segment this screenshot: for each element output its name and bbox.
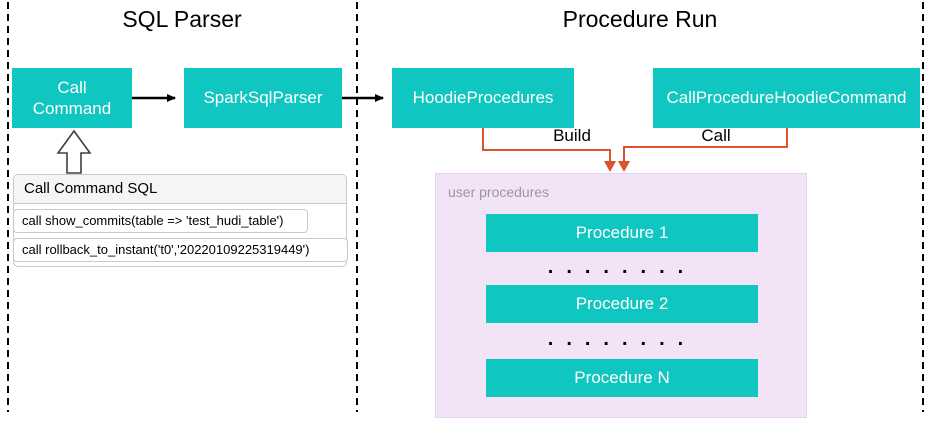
procedure-n-node: Procedure N [486,359,758,397]
procedure-run-section-title: Procedure Run [562,6,718,32]
call-command-node: Call Command [12,68,132,128]
ellipsis-dots: ........ [547,256,697,278]
dashed-section-borders [7,2,924,412]
block-arrow-up-icon [56,129,92,174]
sql-panel-title: Call Command SQL [14,175,346,204]
call-connector [618,128,788,172]
sql-parser-section-title: SQL Parser [122,6,242,32]
ellipsis-dots: ........ [547,328,697,350]
call-command-sql-panel: Call Command SQL call show_commits(table… [13,174,348,267]
hoodie-procedures-node: HoodieProcedures [392,68,574,128]
call-procedure-hoodie-command-node: CallProcedureHoodieCommand [653,68,920,128]
user-procedures-label: user procedures [448,184,550,200]
build-connector [482,128,616,172]
procedure-2-node: Procedure 2 [486,285,758,323]
user-procedures-container: user procedures Procedure 1 ........ Pro… [435,173,807,418]
procedure-1-node: Procedure 1 [486,214,758,252]
spark-sql-parser-node: SparkSqlParser [184,68,342,128]
sql-statement-row: call show_commits(table => 'test_hudi_ta… [13,209,308,233]
build-edge-label: Build [553,126,591,145]
sql-statement-row: call rollback_to_instant('t0','202201092… [13,238,348,262]
call-edge-label: Call [701,126,731,145]
